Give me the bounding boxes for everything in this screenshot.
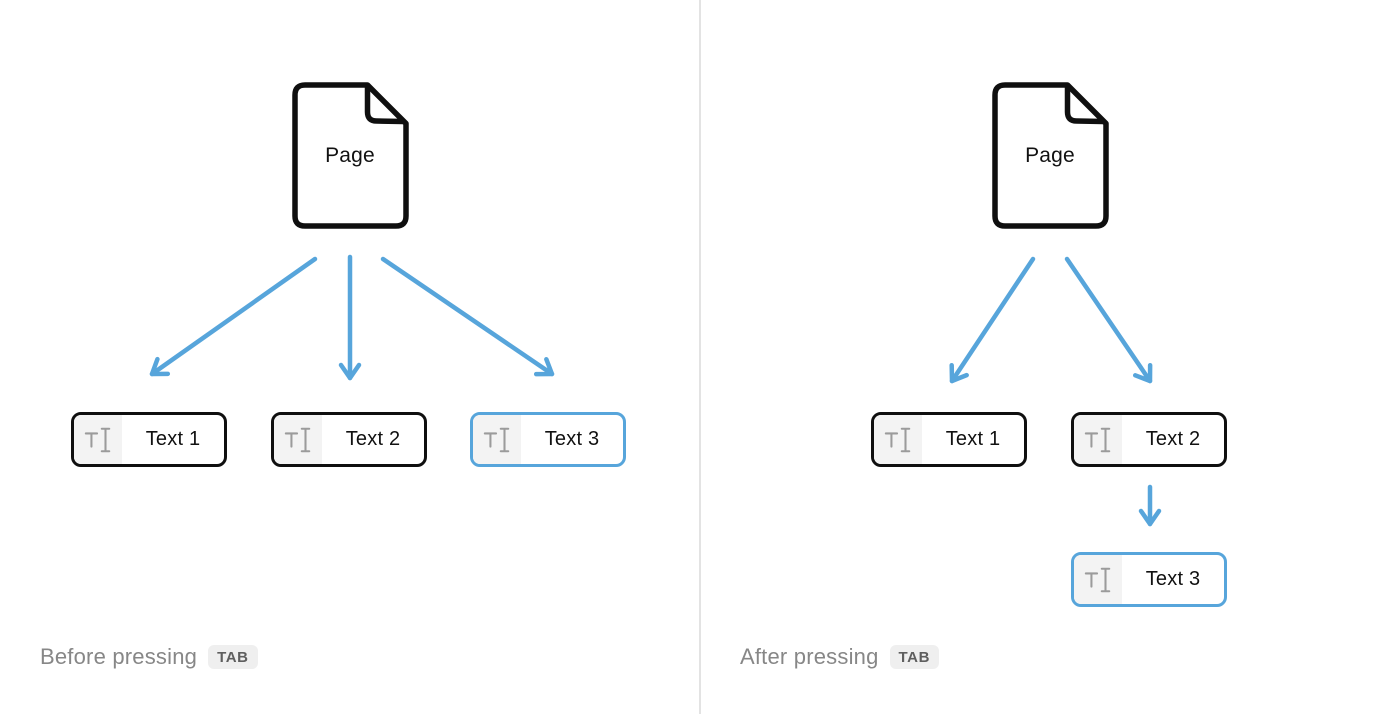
arrow-page-to-text2-after (1064, 256, 1153, 384)
arrow-page-to-text3-before (380, 256, 555, 377)
caption-after: After pressing TAB (740, 641, 940, 673)
text-cursor-icon (1074, 415, 1122, 464)
text-block-label: Text 2 (1145, 428, 1201, 450)
page-icon: Page (291, 82, 409, 229)
text-block-label: Text 1 (945, 428, 1001, 450)
caption-before: Before pressing TAB (40, 641, 258, 673)
text-cursor-icon (874, 415, 922, 464)
tab-key-badge: TAB (208, 645, 258, 669)
document-icon (292, 82, 409, 229)
text-block-3-before: Text 3 (470, 412, 626, 467)
text-block-1-before: Text 1 (71, 412, 227, 467)
tab-key-badge: TAB (889, 645, 940, 669)
arrow-page-to-text1-after (949, 256, 1036, 384)
text-block-2-before: Text 2 (271, 412, 427, 467)
text-block-label: Text 2 (345, 428, 401, 450)
text-cursor-icon (274, 415, 322, 464)
caption-text: After pressing (740, 644, 879, 669)
text-block-label: Text 1 (145, 428, 201, 450)
text-cursor-icon (1074, 555, 1122, 604)
text-cursor-icon (473, 415, 521, 464)
arrow-page-to-text1-before (149, 256, 318, 377)
panel-divider (699, 0, 701, 714)
page-label: Page (325, 143, 375, 167)
text-cursor-icon (74, 415, 122, 464)
text-block-3-after: Text 3 (1071, 552, 1227, 607)
text-block-2-after: Text 2 (1071, 412, 1227, 467)
document-icon (992, 82, 1109, 229)
text-block-1-after: Text 1 (871, 412, 1027, 467)
caption-text: Before pressing (40, 644, 198, 669)
text-block-label: Text 3 (544, 428, 600, 450)
page-icon: Page (991, 82, 1109, 229)
text-block-label: Text 3 (1145, 568, 1201, 590)
page-label: Page (1025, 143, 1075, 167)
